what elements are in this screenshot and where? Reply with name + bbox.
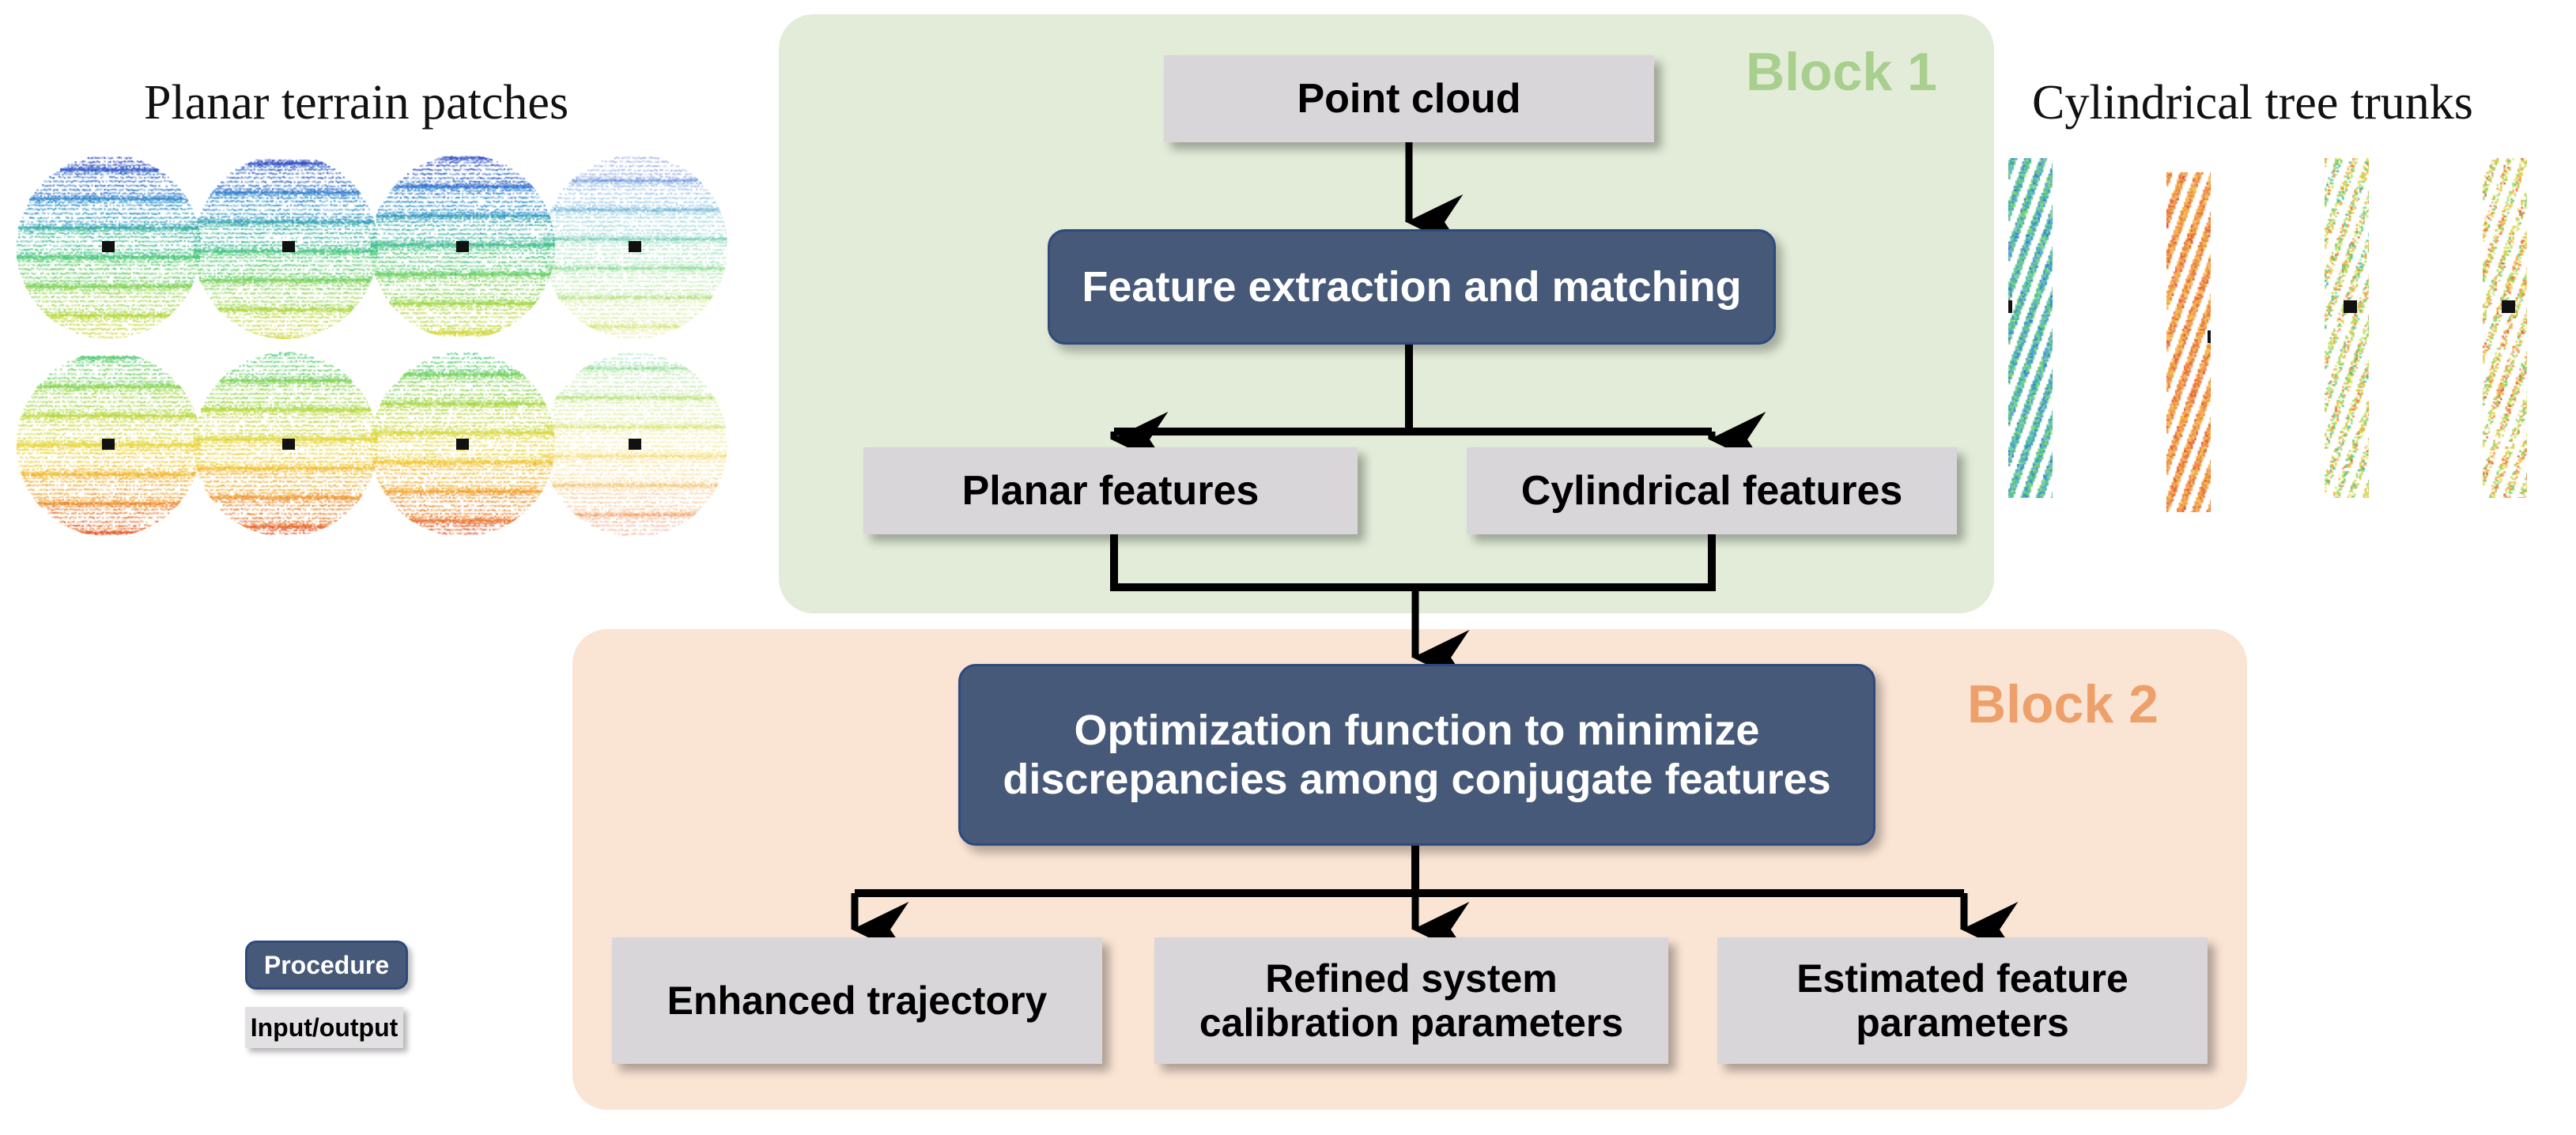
terrain-patch xyxy=(542,154,727,339)
terrain-patch xyxy=(193,154,378,339)
optimization-line-2: discrepancies among conjugate features xyxy=(1003,756,1831,803)
patch-centroid-marker xyxy=(456,241,469,252)
estimated-feature-line-1: Estimated feature xyxy=(1796,956,2128,1001)
terrain-patch xyxy=(16,154,201,339)
cylindrical-features-box[interactable]: Cylindrical features xyxy=(1467,447,1957,534)
legend-procedure-label: Procedure xyxy=(263,950,390,979)
patch-centroid-marker xyxy=(102,439,115,450)
tree-trunk-scan xyxy=(2483,158,2527,498)
tree-trunk-scan xyxy=(2008,158,2053,498)
patch-centroid-marker xyxy=(629,241,641,252)
legend-procedure-swatch: Procedure xyxy=(245,941,408,990)
terrain-patch xyxy=(542,352,727,537)
refined-calibration-line-1: Refined system xyxy=(1265,956,1558,1001)
trunk-centroid-marker xyxy=(2502,300,2515,313)
patch-centroid-marker xyxy=(456,439,469,450)
legend: Procedure Input/output xyxy=(245,941,408,1048)
refined-calibration-line-2: calibration parameters xyxy=(1199,1001,1624,1045)
cylindrical-tree-trunks-image xyxy=(2008,158,2570,522)
block1-label: Block 1 xyxy=(1746,42,1937,102)
planar-terrain-patches-image xyxy=(16,154,759,549)
optimization-function-box[interactable]: Optimization function to minimize discre… xyxy=(958,664,1875,846)
planar-features-box[interactable]: Planar features xyxy=(863,447,1358,534)
refined-calibration-box[interactable]: Refined system calibration parameters xyxy=(1154,937,1668,1064)
terrain-patch xyxy=(193,352,378,537)
trunk-centroid-marker xyxy=(2344,300,2357,313)
terrain-patch xyxy=(370,154,555,339)
point-cloud-box[interactable]: Point cloud xyxy=(1164,55,1654,142)
right-image-title: Cylindrical tree trunks xyxy=(2032,76,2473,130)
estimated-feature-box[interactable]: Estimated feature parameters xyxy=(1717,937,2208,1064)
tree-trunk-scan xyxy=(2325,158,2369,498)
patch-centroid-marker xyxy=(102,241,115,252)
patch-centroid-marker xyxy=(282,439,295,450)
optimization-line-1: Optimization function to minimize xyxy=(1074,706,1760,754)
feature-extraction-box[interactable]: Feature extraction and matching xyxy=(1048,229,1776,345)
terrain-patch xyxy=(16,352,201,537)
legend-io-label: Input/output xyxy=(250,1012,398,1042)
patch-centroid-marker xyxy=(629,439,641,450)
legend-io-swatch: Input/output xyxy=(245,1007,403,1048)
trunk-centroid-marker xyxy=(2008,300,2012,313)
tree-trunk-scan xyxy=(2166,172,2211,512)
estimated-feature-line-2: parameters xyxy=(1856,1001,2069,1045)
enhanced-trajectory-box[interactable]: Enhanced trajectory xyxy=(612,937,1102,1064)
block2-label: Block 2 xyxy=(1967,674,2159,734)
trunk-centroid-marker xyxy=(2208,330,2211,343)
patch-centroid-marker xyxy=(282,241,295,252)
terrain-patch xyxy=(370,352,555,537)
left-image-title: Planar terrain patches xyxy=(144,76,569,130)
